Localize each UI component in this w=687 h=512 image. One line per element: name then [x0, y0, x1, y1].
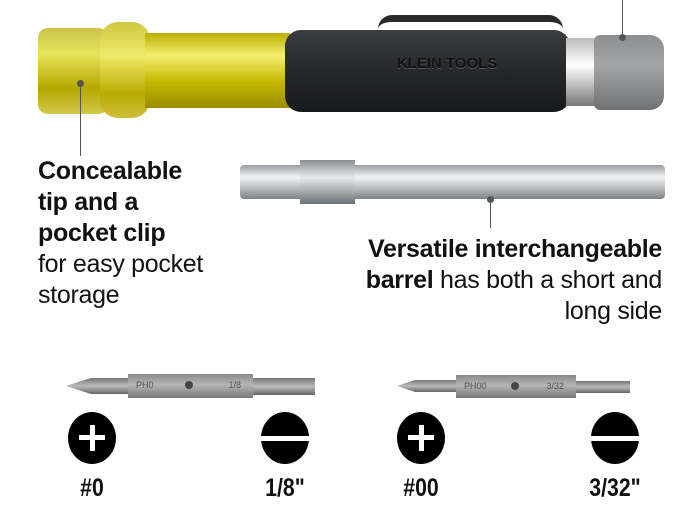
phillips-icon [397, 412, 445, 464]
tip-size-label: #00 [403, 474, 439, 502]
double-ended-bit-2: PH00 3/32 [456, 375, 576, 398]
callout-dot [619, 34, 626, 41]
callout-dot [487, 196, 494, 203]
barrel-callout-body-1: has both a short and [433, 266, 662, 294]
clip-callout-heading-2: tip and a [38, 188, 139, 216]
clip-callout: Concealable tip and a pocket clip for ea… [38, 156, 203, 311]
bit-marking: PH0 [136, 380, 154, 390]
yellow-cap [38, 28, 108, 114]
barrel-callout-heading: Versatile interchangeable [367, 235, 662, 263]
barrel-callout-heading-2: barrel [365, 266, 434, 294]
clip-callout-heading-3: pocket clip [38, 219, 166, 247]
clip-callout-body-1: for easy pocket [38, 250, 204, 278]
bit-ball-detent [511, 382, 519, 390]
slotted-icon [261, 412, 309, 464]
callout-line [622, 0, 623, 36]
barrel-hex-coupler [300, 160, 355, 204]
callout-dot [77, 80, 84, 87]
tip-size-label: 1/8" [265, 474, 305, 502]
bit-marking: 1/8 [228, 380, 241, 390]
tip-size-label: 3/32" [589, 474, 641, 502]
phillips-icon [68, 412, 116, 464]
double-ended-bit-1: PH0 1/8 [128, 374, 253, 398]
bit-tip-phillips [397, 380, 457, 392]
bit-tip-phillips [66, 378, 128, 394]
chrome-ring [566, 38, 596, 106]
barrel-callout: Versatile interchangeable barrel has bot… [365, 234, 663, 327]
barrel-callout-body-2: long side [564, 297, 663, 325]
clip-callout-heading-1: Concealable [38, 157, 182, 185]
bit-tip-slotted [576, 381, 630, 393]
callout-line [80, 84, 81, 156]
bit-tip-slotted [253, 378, 315, 395]
slotted-icon [591, 412, 639, 464]
black-handle [285, 30, 570, 112]
bit-ball-detent [185, 381, 193, 389]
bit-marking: 3/32 [546, 381, 564, 391]
gray-end-cap [594, 35, 664, 110]
bit-marking: PH00 [464, 381, 487, 391]
tip-size-label: #0 [80, 474, 104, 502]
yellow-shaft [145, 33, 290, 108]
clip-callout-body-2: storage [38, 281, 120, 309]
callout-line [490, 200, 491, 228]
yellow-knurl [100, 22, 150, 118]
pocket-clip [378, 15, 563, 44]
brand-marking: KLEIN TOOLS [396, 55, 498, 72]
